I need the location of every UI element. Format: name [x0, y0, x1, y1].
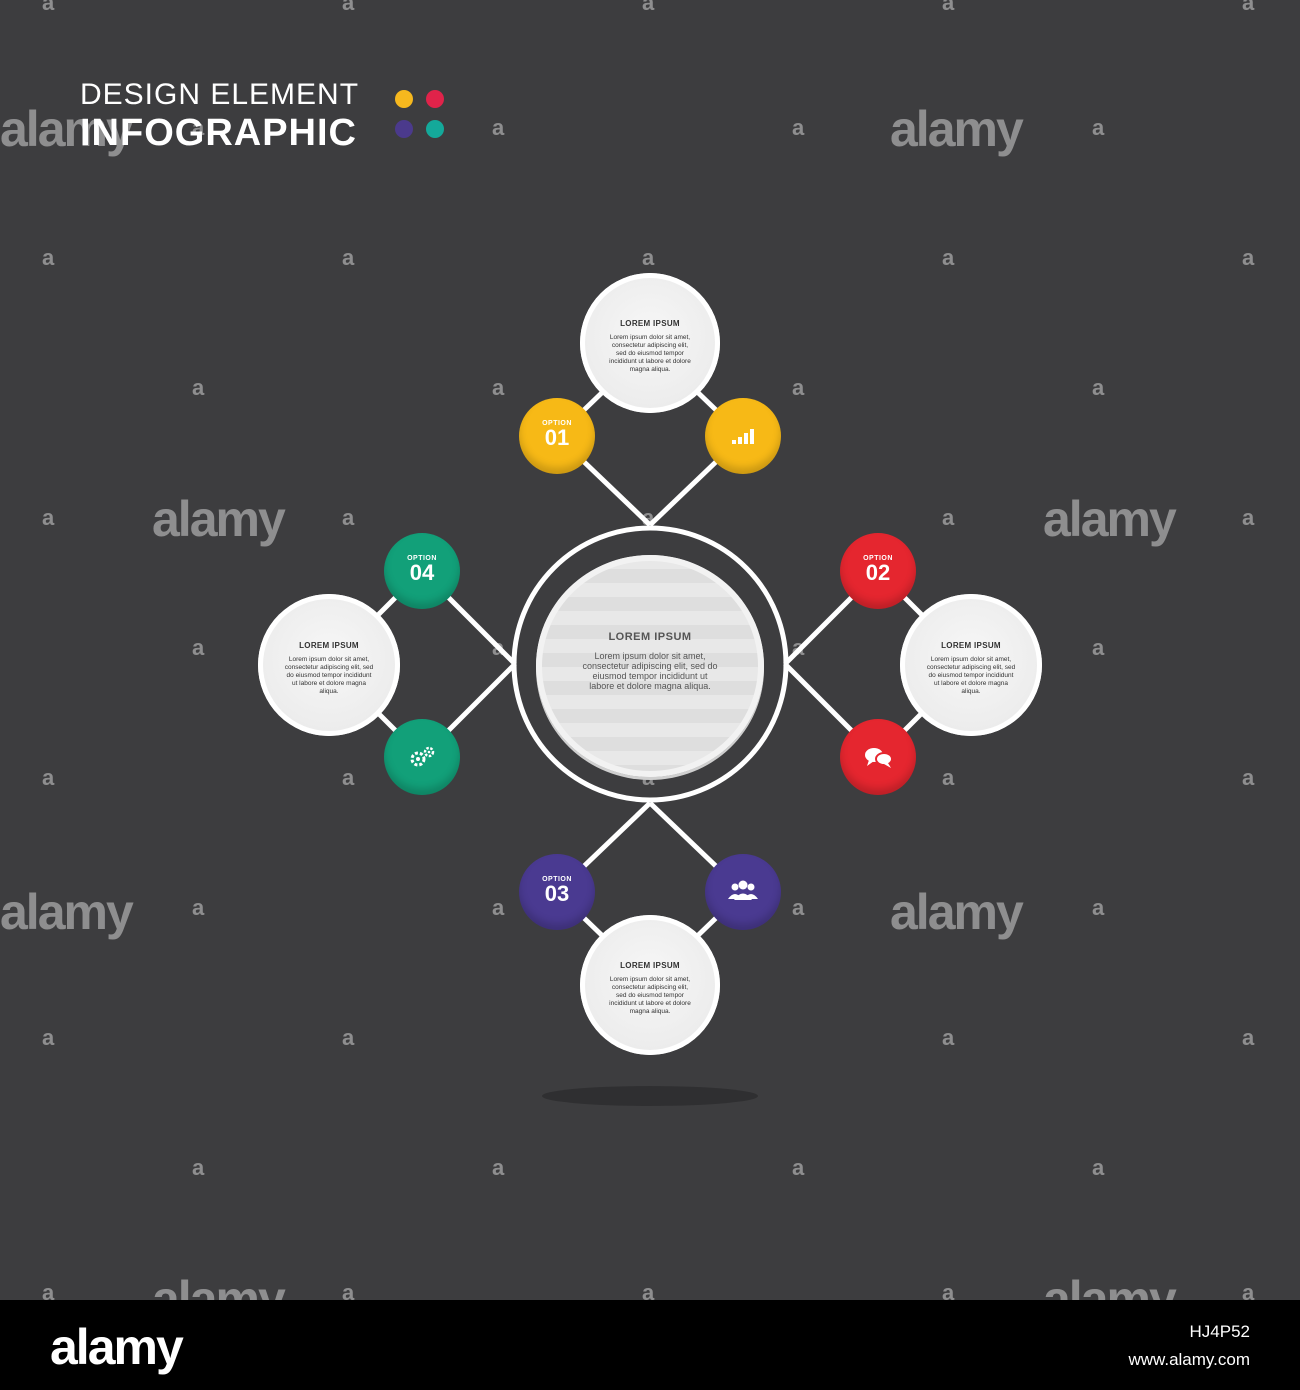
node-4-title: LOREM IPSUM [299, 641, 359, 650]
center-outer-ring [511, 525, 789, 803]
infographic-canvas: alamy alamy alamy alamy alamy alamy alamy alamy… [0, 0, 1255, 1300]
watermark-mark: a [792, 895, 805, 920]
node-1-body: Lorem ipsum dolor sit amet, consectetur … [609, 334, 691, 373]
chat-bubbles-icon [840, 719, 916, 795]
watermark-mark: a [192, 375, 205, 400]
watermark-mark: a [342, 765, 355, 790]
drop-shadow [542, 1086, 758, 1106]
watermark-mark: a [192, 635, 205, 660]
watermark-text: alamy [1043, 1271, 1177, 1300]
watermark-mark: a [942, 1025, 955, 1050]
watermark-mark: a [942, 765, 955, 790]
watermark-mark: a [1242, 0, 1255, 15]
watermark-mark: a [342, 0, 355, 15]
watermark-mark: a [1092, 115, 1105, 140]
bar-chart-icon [705, 398, 781, 474]
center-body: Lorem ipsum dolor sit amet, consectetur … [582, 651, 718, 691]
node-3-title: LOREM IPSUM [620, 961, 680, 970]
watermark-mark: a [42, 1280, 55, 1300]
node-2-title: LOREM IPSUM [941, 641, 1001, 650]
option-02-badge: OPTION 02 [840, 533, 916, 609]
option-02-number: 02 [865, 560, 891, 585]
option-04-number: 04 [409, 560, 435, 585]
watermark-text: alamy [152, 1271, 286, 1300]
watermark-mark: a [192, 115, 205, 140]
group-users-icon [705, 854, 781, 930]
watermark-text: alamy [890, 101, 1024, 157]
watermark-text: alamy [0, 884, 134, 940]
node-4-body: Lorem ipsum dolor sit amet, consectetur … [284, 656, 374, 695]
watermark-text: alamy [1043, 491, 1177, 547]
watermark-text: alamy [152, 491, 286, 547]
header-dot-teal [426, 120, 444, 138]
option-03-number: 03 [544, 881, 570, 906]
watermark-mark: a [1242, 1280, 1255, 1300]
watermark-mark: a [42, 245, 55, 270]
watermark-mark: a [1242, 245, 1255, 270]
option-02-label: OPTION [863, 555, 893, 562]
watermark-mark: a [42, 765, 55, 790]
option-01-badge: OPTION 01 [519, 398, 595, 474]
watermark-mark: a [192, 895, 205, 920]
header-dot-purple [395, 120, 413, 138]
watermark-text: alamy [890, 884, 1024, 940]
watermark-mark: a [42, 505, 55, 530]
watermark-mark: a [342, 245, 355, 270]
node-2-body: Lorem ipsum dolor sit amet, consectetur … [926, 656, 1016, 695]
watermark-mark: a [792, 1155, 805, 1180]
footer-bar: alamy HJ4P52 www.alamy.com [0, 1300, 1300, 1390]
watermark-mark: a [1242, 505, 1255, 530]
node-3-bubble: LOREM IPSUM Lorem ipsum dolor sit amet, … [580, 915, 720, 1055]
watermark-mark: a [1092, 375, 1105, 400]
watermark-mark: a [42, 1025, 55, 1050]
center-bubble: LOREM IPSUM Lorem ipsum dolor sit amet, … [536, 555, 764, 777]
watermark-text: alamy [0, 101, 134, 157]
option-01-number: 01 [544, 425, 570, 450]
gears-icon [384, 719, 460, 795]
watermark-mark: a [342, 505, 355, 530]
node-2-bubble: LOREM IPSUM Lorem ipsum dolor sit amet, … [900, 594, 1042, 736]
header-title-line2: INFOGRAPHIC [80, 112, 357, 154]
option-04-badge: OPTION 04 [384, 533, 460, 609]
watermark-mark: a [792, 375, 805, 400]
watermark-mark: a [492, 895, 505, 920]
option-01-label: OPTION [542, 420, 572, 427]
watermark-mark: a [342, 1280, 355, 1300]
watermark-mark: a [1242, 765, 1255, 790]
watermark-mark: a [1242, 1025, 1255, 1050]
footer-logo: alamy [50, 1319, 184, 1375]
watermark-mark: a [942, 1280, 955, 1300]
node-3-body: Lorem ipsum dolor sit amet, consectetur … [609, 976, 691, 1015]
center-title: LOREM IPSUM [608, 631, 692, 643]
watermark-mark: a [792, 115, 805, 140]
node-4-bubble: LOREM IPSUM Lorem ipsum dolor sit amet, … [258, 594, 400, 736]
watermark-mark: a [942, 0, 955, 15]
watermark-mark: a [642, 1280, 655, 1300]
option-03-label: OPTION [542, 876, 572, 883]
footer-url: www.alamy.com [1128, 1350, 1250, 1369]
footer-image-id: HJ4P52 [1189, 1322, 1250, 1341]
header-dot-yellow [395, 90, 413, 108]
node-1-bubble: LOREM IPSUM Lorem ipsum dolor sit amet, … [580, 273, 720, 413]
watermark-mark: a [192, 1155, 205, 1180]
watermark-mark: a [942, 505, 955, 530]
watermark-mark: a [642, 0, 655, 15]
watermark-mark: a [942, 245, 955, 270]
watermark-mark: a [1092, 635, 1105, 660]
option-04-label: OPTION [407, 555, 437, 562]
watermark-mark: a [492, 115, 505, 140]
watermark-mark: a [342, 1025, 355, 1050]
header-title-line1: DESIGN ELEMENT [80, 78, 360, 111]
node-1-title: LOREM IPSUM [620, 319, 680, 328]
watermark-mark: a [492, 375, 505, 400]
watermark-mark: a [42, 0, 55, 15]
watermark-mark: a [642, 245, 655, 270]
watermark-mark: a [492, 1155, 505, 1180]
watermark-mark: a [1092, 895, 1105, 920]
watermark-mark: a [1092, 1155, 1105, 1180]
header-dot-red [426, 90, 444, 108]
option-03-badge: OPTION 03 [519, 854, 595, 930]
